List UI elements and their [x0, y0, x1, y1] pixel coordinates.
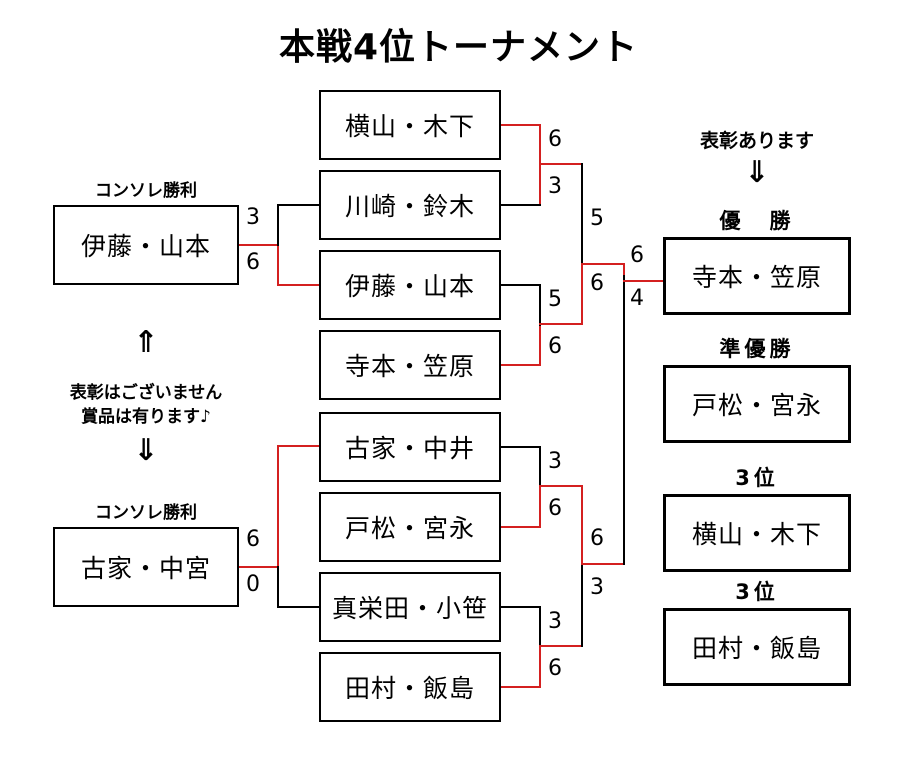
- connector-consolation-top-down: [277, 244, 279, 286]
- connector-final-vert-lower: [623, 275, 625, 565]
- consolation-bottom-score-lower: 0: [246, 572, 260, 597]
- score-r1b-upper: 5: [548, 287, 562, 312]
- connector-consolation-top-up: [277, 204, 279, 246]
- bracket-box-7[interactable]: 真栄田・小笹: [319, 572, 501, 642]
- result-box-third-b[interactable]: 田村・飯島: [663, 608, 851, 686]
- connector-final-out: [623, 280, 664, 282]
- score-r1a-upper: 6: [548, 127, 562, 152]
- connector-r1d-upper: [501, 606, 541, 608]
- right-note-line-1: 表彰あります: [699, 130, 814, 152]
- result-box-runner-up[interactable]: 戸松・宮永: [663, 365, 851, 443]
- result-rank-label-2: 準優勝: [719, 337, 795, 361]
- left-note-line-1: 表彰はございません: [69, 383, 223, 403]
- connector-consolation-bottom-down: [277, 566, 279, 608]
- connector-r1c-lower: [501, 526, 541, 528]
- connector-r1b-upper: [501, 284, 541, 286]
- connector-final-vert-upper: [623, 263, 625, 281]
- connector-r1c-vert-upper: [539, 446, 541, 488]
- connector-r2a-vert-lower: [581, 263, 583, 325]
- connector-r1a-lower: [501, 204, 541, 206]
- left-note-up-arrow: ⇑: [133, 325, 159, 360]
- connector-r1b-lower: [501, 364, 541, 366]
- bracket-box-6[interactable]: 戸松・宮永: [319, 492, 501, 562]
- connector-r1b-vert-lower: [539, 324, 541, 366]
- connector-consolation-bottom-to-box7: [277, 606, 319, 608]
- connector-r1c-vert-lower: [539, 486, 541, 528]
- score-r1c-lower: 6: [548, 496, 562, 521]
- connector-r1d-out: [539, 645, 581, 647]
- score-r1d-upper: 3: [548, 609, 562, 634]
- result-rank-label-1: 優 勝: [719, 209, 795, 233]
- connector-r1a-out: [539, 163, 581, 165]
- right-note-down-arrow: ⇓: [744, 155, 770, 190]
- score-r1b-lower: 6: [548, 334, 562, 359]
- connector-r1d-vert-lower: [539, 646, 541, 688]
- connector-r1b-vert-upper: [539, 284, 541, 326]
- connector-r2b-vert-upper: [581, 485, 583, 565]
- bracket-box-3[interactable]: 伊藤・山本: [319, 250, 501, 320]
- connector-consolation-bottom-out: [239, 566, 278, 568]
- result-rank-label-3: 3位: [735, 466, 779, 490]
- connector-consolation-top-to-box3: [277, 284, 319, 286]
- consolation-bottom-caption: コンソレ勝利: [95, 503, 197, 523]
- consolation-bottom-score-upper: 6: [246, 527, 260, 552]
- score-final-upper: 6: [630, 243, 644, 268]
- result-rank-label-4: 3位: [735, 580, 779, 604]
- connector-r2a-out: [581, 263, 623, 265]
- score-final-lower: 4: [630, 286, 644, 311]
- connector-r1c-upper: [501, 446, 541, 448]
- connector-r1a-upper: [501, 124, 541, 126]
- consolation-top-caption: コンソレ勝利: [95, 181, 197, 201]
- page-title: 本戦4位トーナメント: [278, 27, 639, 68]
- connector-r1b-out: [539, 323, 581, 325]
- bracket-box-5[interactable]: 古家・中井: [319, 412, 501, 482]
- connector-r2a-vert-upper: [581, 163, 583, 325]
- connector-consolation-bottom-to-box5: [277, 445, 319, 447]
- connector-r2b-vert-lower: [581, 563, 583, 647]
- connector-r1d-lower: [501, 686, 541, 688]
- connector-consolation-top-to-box2: [277, 204, 319, 206]
- bracket-box-1[interactable]: 横山・木下: [319, 90, 501, 160]
- connector-r2b-out: [581, 563, 623, 565]
- score-r1a-lower: 3: [548, 174, 562, 199]
- connector-consolation-bottom-up: [277, 445, 279, 568]
- score-r2a-upper: 5: [590, 206, 604, 231]
- score-r1d-lower: 6: [548, 656, 562, 681]
- connector-r1d-vert-upper: [539, 606, 541, 648]
- consolation-top-score-upper: 3: [246, 205, 260, 230]
- left-note-down-arrow: ⇓: [133, 433, 159, 468]
- score-r2b-lower: 3: [590, 575, 604, 600]
- consolation-top-score-lower: 6: [246, 250, 260, 275]
- score-r2a-lower: 6: [590, 271, 604, 296]
- bracket-box-2[interactable]: 川崎・鈴木: [319, 170, 501, 240]
- score-r1c-upper: 3: [548, 449, 562, 474]
- left-note-line-2: 賞品は有ります♪: [81, 407, 211, 427]
- connector-consolation-top-out: [239, 244, 278, 246]
- result-box-third-a[interactable]: 横山・木下: [663, 494, 851, 572]
- connector-r1c-out: [539, 485, 581, 487]
- score-r2b-upper: 6: [590, 526, 604, 551]
- result-box-champion[interactable]: 寺本・笠原: [663, 237, 851, 315]
- consolation-top-box[interactable]: 伊藤・山本: [53, 205, 239, 285]
- bracket-box-4[interactable]: 寺本・笠原: [319, 330, 501, 400]
- bracket-box-8[interactable]: 田村・飯島: [319, 652, 501, 722]
- consolation-bottom-box[interactable]: 古家・中宮: [53, 527, 239, 607]
